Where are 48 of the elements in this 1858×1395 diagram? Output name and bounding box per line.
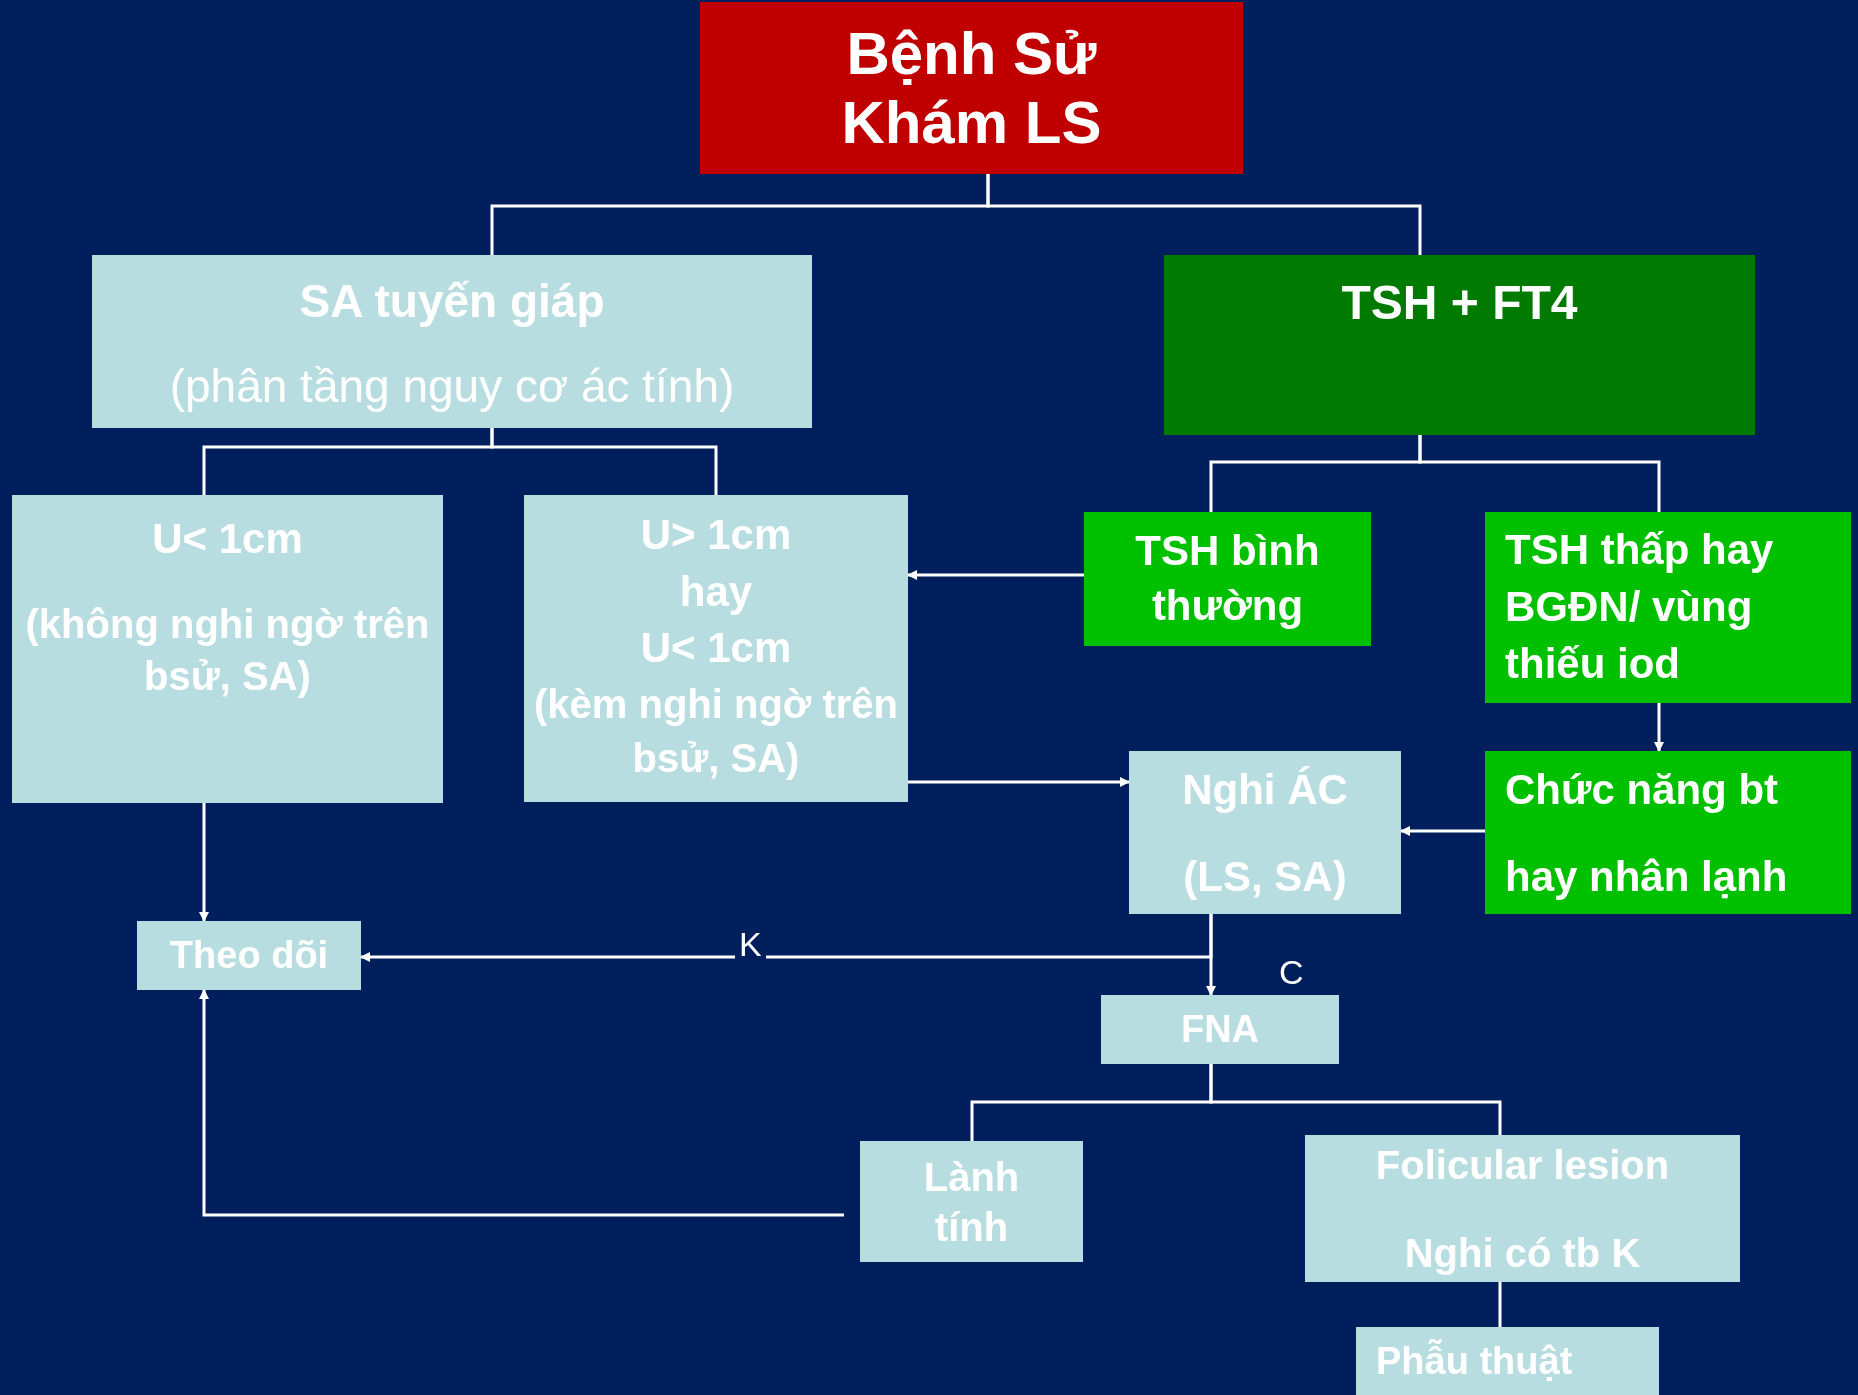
arrow [360, 914, 1213, 962]
start-box [700, 2, 1243, 174]
arrow [1400, 826, 1485, 836]
arrow [907, 570, 1084, 580]
process-box [1485, 751, 1851, 914]
node-text: U< 1cm [152, 514, 303, 564]
process-box [860, 1141, 1083, 1262]
node-text: Folicular lesion [1375, 1141, 1670, 1189]
node-text: FNA [1180, 1007, 1260, 1052]
decision-box [1129, 751, 1401, 914]
node-text: SA tuyến giáp [299, 274, 605, 329]
node-text: Chức năng bt [1505, 764, 1779, 815]
node-text: Lành tính [922, 1153, 1021, 1251]
node-text: (kèm nghi ngờ trên bsử, SA) [533, 681, 899, 783]
node-text: TSH thấp hay BGĐN/ vùng thiếu iod [1505, 525, 1775, 689]
node-text: (phân tầng nguy cơ ác tính) [169, 359, 735, 414]
node-text: hay [679, 566, 753, 617]
arrow [1654, 703, 1664, 752]
arrow [199, 803, 209, 922]
process-box [1101, 995, 1339, 1064]
process-box [92, 255, 812, 428]
node-text: Phẫu thuật [1376, 1338, 1573, 1384]
node-text: U< 1cm [640, 623, 792, 674]
node-text: (LS, SA) [1183, 851, 1347, 902]
node-text: TSH bình thường [1134, 526, 1321, 631]
node-text: Nghi có tb K [1404, 1229, 1641, 1277]
node-text: hay nhân lạnh [1505, 851, 1788, 902]
connector-line [1418, 435, 1661, 512]
process-box [524, 495, 908, 802]
process-box [1485, 512, 1851, 703]
node-text: TSH + FT4 [1341, 275, 1578, 331]
process-box [1356, 1327, 1659, 1395]
process-box [137, 921, 361, 990]
connector-line [1209, 1064, 1502, 1135]
process-box [12, 495, 443, 803]
process-box [1305, 1135, 1740, 1282]
connector-line [986, 174, 1422, 255]
process-box [1084, 512, 1371, 646]
arrow [199, 989, 844, 1217]
node-text: Nghi ÁC [1182, 764, 1348, 815]
connector-line [1498, 1282, 1502, 1327]
connector-line [490, 428, 718, 495]
node-text: U> 1cm [640, 510, 792, 560]
node-text: (không nghi ngờ trên bsử, SA) [24, 601, 431, 700]
node-text: Theo dõi [169, 933, 329, 978]
process-box [1164, 255, 1755, 435]
node-text: Bệnh Sử Khám LS [840, 19, 1103, 157]
arrow [908, 777, 1130, 787]
